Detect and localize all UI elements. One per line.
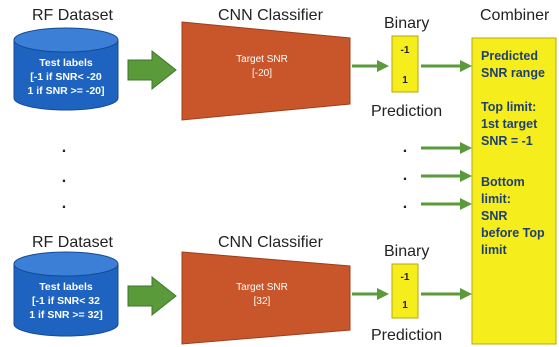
bottom-binary-heading: Binary	[384, 243, 429, 260]
combiner-line-11: before Top	[481, 226, 545, 240]
ellipsis-mid: . . .	[403, 139, 407, 212]
bottom-prediction-label: Prediction	[371, 327, 442, 344]
bottom-dataset-cylinder: Test labels [-1 if SNR< 32 1 if SNR >= 3…	[13, 251, 119, 337]
mid-dot-2: .	[403, 167, 407, 184]
top-pipeline: RF Dataset Test labels [-1 if SNR< -20 1…	[13, 7, 472, 121]
combiner-line-10: SNR	[481, 209, 507, 223]
combiner-heading: Combiner	[480, 7, 550, 24]
left-dot-1: .	[62, 139, 66, 156]
bottom-cnn-classifier: Target SNR [32]	[181, 251, 351, 345]
bottom-classifier-line-2: [32]	[254, 296, 271, 307]
top-binary-value-neg: -1	[401, 45, 410, 56]
bottom-classifier-heading: CNN Classifier	[218, 234, 324, 251]
mid-dot-3: .	[403, 195, 407, 212]
combiner-box: Predicted SNR range Top limit: 1st targe…	[471, 37, 557, 345]
top-binary-box: -1 1	[391, 35, 419, 93]
bottom-dataset-to-classifier-arrow	[127, 275, 177, 317]
top-dataset-heading: RF Dataset	[32, 7, 113, 24]
bottom-binary-box: -1 1	[391, 263, 419, 319]
combiner-line-1: Predicted	[481, 49, 538, 63]
top-dataset-to-classifier-arrow	[127, 49, 177, 91]
combiner-line-8: Bottom	[481, 175, 525, 189]
combiner-line-9: limit:	[481, 192, 511, 206]
top-binary-value-pos: 1	[402, 75, 408, 86]
bottom-classifier-line-1: Target SNR	[236, 282, 288, 293]
mid-dot-1: .	[403, 139, 407, 156]
top-classifier-line-2: [-20]	[252, 68, 272, 79]
top-cnn-classifier: Target SNR [-20]	[181, 21, 351, 121]
bottom-pipeline: RF Dataset Test labels [-1 if SNR< 32 1 …	[13, 234, 472, 345]
bottom-dataset-heading: RF Dataset	[32, 234, 113, 251]
top-cylinder-line-1: Test labels	[39, 57, 93, 69]
mid-arrows	[421, 142, 472, 210]
top-classifier-line-1: Target SNR	[236, 54, 288, 65]
combiner-line-4: Top limit:	[481, 100, 536, 114]
combiner-line-5: 1st target	[481, 117, 538, 131]
left-dot-2: .	[62, 169, 66, 186]
bottom-cylinder-line-3: 1 if SNR >= 32]	[29, 309, 103, 321]
top-binary-heading: Binary	[384, 15, 429, 32]
bottom-cylinder-line-1: Test labels	[39, 281, 93, 293]
bottom-binary-value-pos: 1	[402, 300, 408, 311]
left-dot-3: .	[62, 195, 66, 212]
ellipsis-left: . . .	[62, 139, 66, 212]
bottom-cylinder-line-2: [-1 if SNR< 32	[32, 295, 100, 307]
top-cylinder-line-2: [-1 if SNR< -20	[30, 71, 102, 83]
top-classifier-heading: CNN Classifier	[218, 7, 324, 24]
top-prediction-label: Prediction	[371, 103, 442, 120]
combiner-line-2: SNR range	[481, 66, 545, 80]
bottom-binary-value-neg: -1	[401, 272, 410, 283]
top-cylinder-line-3: 1 if SNR >= -20]	[27, 85, 104, 97]
top-dataset-cylinder: Test labels [-1 if SNR< -20 1 if SNR >= …	[13, 27, 119, 111]
combiner-line-12: limit	[481, 243, 508, 257]
combiner-line-6: SNR = -1	[481, 134, 533, 148]
